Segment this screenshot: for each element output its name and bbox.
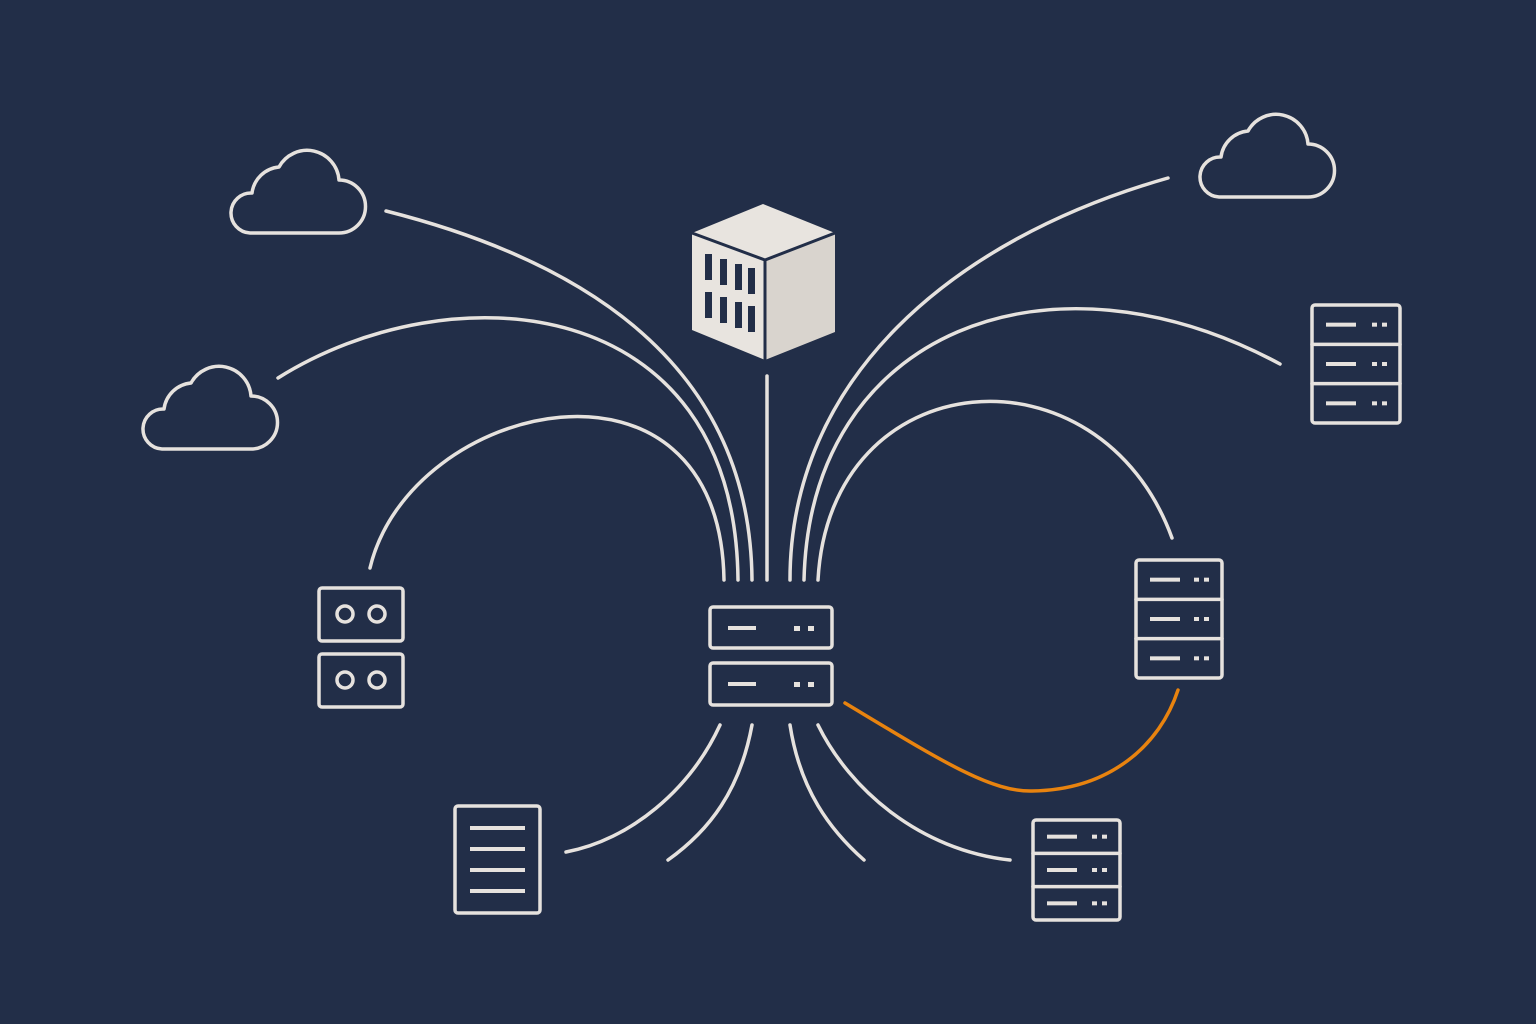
building-cube-icon	[691, 204, 836, 360]
cloud-icon	[1198, 112, 1337, 199]
link-hub-down-2	[788, 723, 866, 862]
link-cloud2-hub	[276, 315, 740, 582]
link-rack-top-hub	[802, 307, 1282, 582]
link-cloud1-hub	[384, 209, 754, 582]
server-icon	[708, 605, 834, 707]
connections	[276, 176, 1282, 862]
cloud-icon	[229, 148, 368, 235]
link-rack-bottom-hub	[816, 723, 1012, 862]
link-storage-hub	[368, 414, 726, 582]
server-rack-icon	[1310, 303, 1402, 425]
window-grid	[705, 254, 755, 332]
storage-drive-icon	[317, 586, 405, 709]
link-document-hub	[564, 723, 722, 854]
highlighted-link	[843, 688, 1180, 793]
document-icon	[453, 804, 542, 915]
server-rack-icon	[1134, 558, 1224, 680]
link-rack-mid-hub	[816, 399, 1174, 582]
link-hub-down-1	[666, 723, 754, 862]
server-rack-icon	[1031, 818, 1122, 922]
cloud-icon	[141, 364, 280, 451]
link-cloud3-hub	[788, 176, 1170, 582]
